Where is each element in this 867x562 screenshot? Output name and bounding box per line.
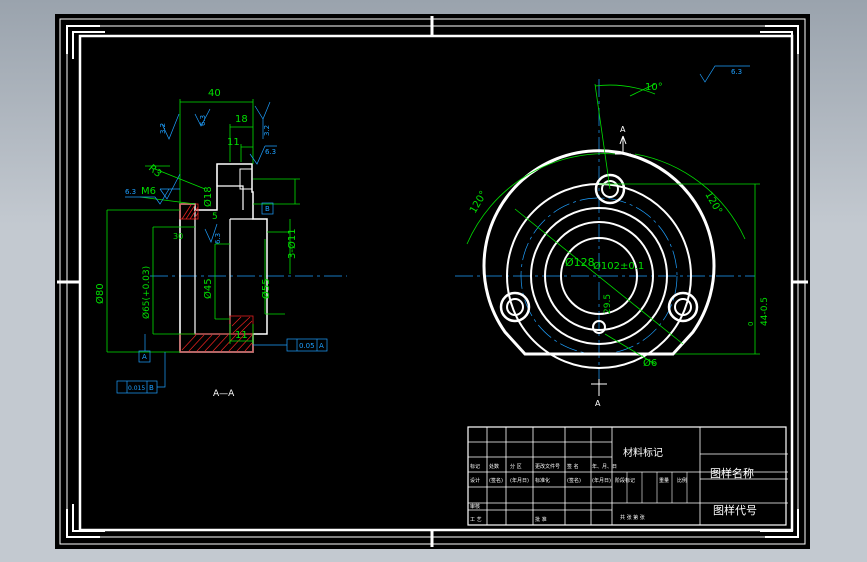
svg-text:6.3: 6.3: [199, 115, 207, 126]
svg-text:0.05: 0.05: [299, 342, 315, 350]
dim-dia-102: Ø102±0.1: [593, 260, 644, 272]
dim-dia-65: Ø65(+0.03): [141, 266, 152, 319]
svg-text:阶段标记: 阶段标记: [615, 477, 635, 484]
section-view: 40 18 11 Ø80 Ø65(+0.03) Ø45 Ø55 3-Ø11 11…: [94, 88, 347, 399]
title-block: 材料标记 图样名称 图样代号 标记 处数 分 区 更改文件号 签 名 年、月、日…: [467, 426, 788, 526]
svg-text:共 张 第 张: 共 张 第 张: [620, 514, 645, 521]
svg-text:0.015: 0.015: [128, 385, 145, 392]
dim-40: 40: [208, 88, 221, 99]
datum-a: A: [138, 334, 151, 363]
svg-text:(签名): (签名): [567, 477, 581, 484]
svg-text:6.3: 6.3: [214, 233, 222, 244]
svg-text:工 艺: 工 艺: [470, 517, 482, 523]
front-view: 10° 120° 120° Ø128 Ø102±0.1 29.5 Ø6 44-0…: [455, 65, 770, 408]
sheet-frame: [57, 16, 808, 547]
svg-text:审核: 审核: [470, 503, 480, 510]
svg-text:标准化: 标准化: [535, 477, 550, 484]
svg-text:批 准: 批 准: [535, 516, 547, 523]
cut-marker-bottom: A: [591, 379, 607, 408]
dim-dia-18: Ø18: [202, 186, 214, 207]
dim-30: 30: [173, 232, 183, 241]
svg-text:B: B: [149, 384, 154, 392]
dim-44-upper: 0: [747, 322, 755, 326]
svg-text:6.3: 6.3: [731, 68, 742, 76]
svg-text:A: A: [620, 125, 626, 134]
dim-dia-45: Ø45: [202, 278, 214, 299]
hatch-top: [179, 203, 199, 220]
svg-text:年、月、日: 年、月、日: [592, 463, 617, 470]
tol-perpendicularity: 0.015 B: [116, 352, 166, 394]
drawing-canvas[interactable]: 40 18 11 Ø80 Ø65(+0.03) Ø45 Ø55 3-Ø11 11…: [55, 14, 810, 549]
dim-3-dia-11: 3-Ø11: [286, 228, 298, 259]
dim-29-5: 29.5: [603, 294, 613, 314]
drawing-code: 图样代号: [713, 503, 757, 517]
svg-text:3.2: 3.2: [263, 125, 271, 136]
dim-44: 44-0.5: [760, 297, 770, 326]
tol-flatness: 0.05 A: [253, 338, 328, 352]
svg-text:标记: 标记: [470, 463, 480, 470]
svg-text:6.3: 6.3: [125, 188, 136, 196]
material-label: 材料标记: [623, 446, 663, 459]
dim-5: 5: [212, 212, 218, 222]
dim-r3: R3: [146, 163, 163, 180]
svg-text:A: A: [142, 353, 147, 361]
svg-text:签 名: 签 名: [567, 463, 579, 470]
bolt-holes: [499, 173, 699, 334]
svg-text:更改文件号: 更改文件号: [535, 463, 560, 470]
angle-120-right: 120°: [702, 190, 724, 216]
svg-text:(年月日): (年月日): [510, 477, 529, 484]
svg-text:A: A: [319, 342, 324, 350]
section-label: A—A: [213, 389, 235, 399]
svg-text:(签名): (签名): [489, 477, 503, 484]
dim-dia-128: Ø128: [565, 256, 595, 269]
cad-viewport[interactable]: 40 18 11 Ø80 Ø65(+0.03) Ø45 Ø55 3-Ø11 11…: [55, 14, 810, 549]
svg-text:设计: 设计: [470, 477, 480, 484]
svg-text:(年月日): (年月日): [592, 477, 611, 484]
svg-text:比例: 比例: [677, 477, 687, 484]
dim-11-top: 11: [227, 137, 240, 148]
dim-dia-80: Ø80: [94, 283, 106, 304]
svg-text:分 区: 分 区: [510, 463, 522, 470]
cut-marker-top: A: [615, 125, 631, 155]
dim-m6: M6: [141, 186, 156, 197]
svg-text:6.3: 6.3: [265, 148, 276, 156]
dim-11-bottom: 11: [235, 330, 248, 341]
dim-dia-55: Ø55: [260, 278, 272, 299]
svg-text:B: B: [265, 205, 270, 213]
dim-18: 18: [235, 114, 248, 125]
roughness-symbols: 6.3 3.2 6.3 3.2 6.3 6.3: [125, 101, 277, 244]
angle-10: 10°: [645, 82, 663, 93]
roughness-corner: 6.3: [699, 65, 750, 83]
datum-b: B: [261, 202, 274, 215]
dim-dia-6: Ø6: [643, 357, 657, 369]
svg-text:3.2: 3.2: [159, 123, 167, 134]
svg-text:A: A: [595, 399, 601, 408]
drawing-name: 图样名称: [710, 466, 754, 480]
svg-text:处数: 处数: [489, 463, 499, 470]
svg-text:重量: 重量: [659, 477, 669, 484]
